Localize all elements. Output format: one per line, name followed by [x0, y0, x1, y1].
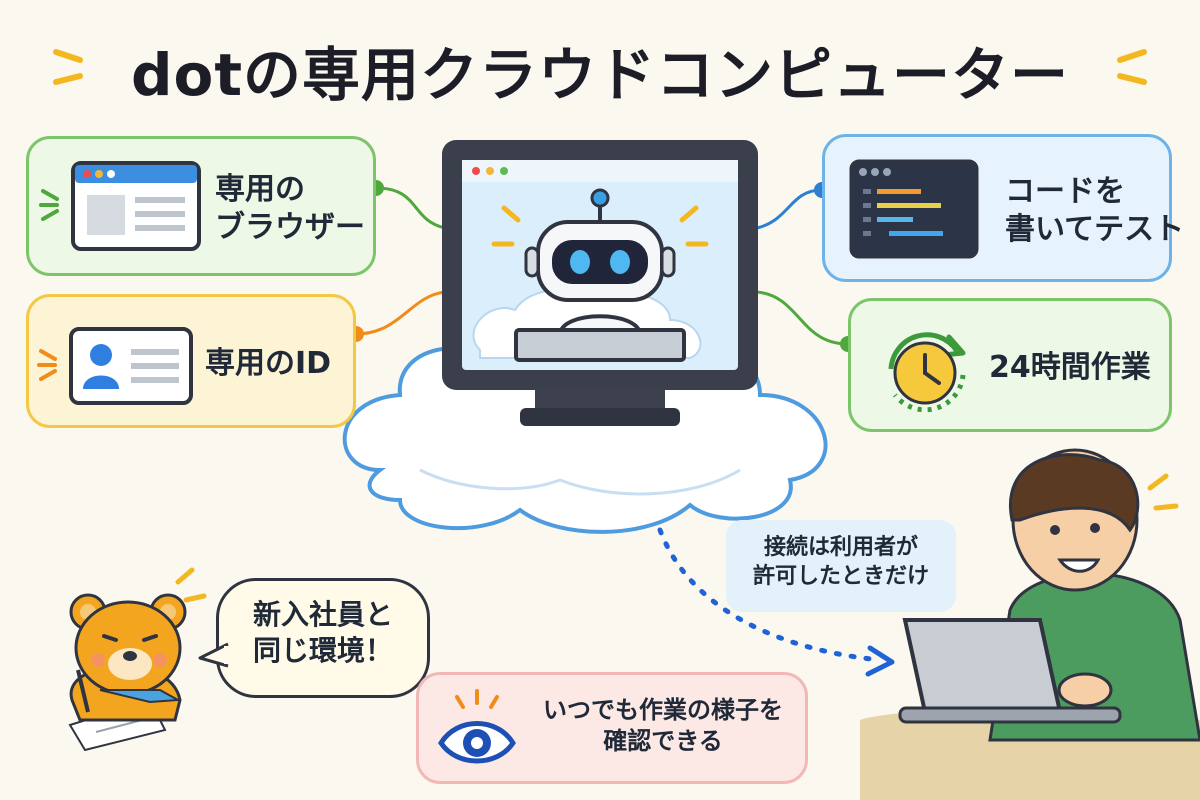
hours-label: 24時間作業 — [989, 350, 1151, 385]
feature-card-code: コードを 書いてテスト — [822, 134, 1184, 282]
bear-mascot-icon — [68, 567, 207, 752]
robot-icon — [491, 188, 709, 362]
title-spark-left-icon — [53, 49, 83, 85]
bear-speech-bubble: 新入社員と 同じ環境！ — [216, 578, 430, 698]
spark-icon — [39, 189, 59, 221]
bear-bubble-line1: 新入社員と — [252, 598, 393, 631]
id-label: 専用のID — [205, 346, 332, 381]
arrow-head-icon — [865, 645, 895, 677]
speech-bubble-tail — [198, 642, 230, 668]
spark-icon — [37, 349, 57, 381]
title-spark-right-icon — [1117, 49, 1147, 85]
connector-id — [355, 290, 446, 336]
feature-card-id: 専用のID — [26, 294, 356, 428]
consent-line1: 接続は利用者が — [763, 535, 918, 560]
consent-line2: 許可したときだけ — [752, 563, 929, 589]
connection-arrow — [657, 527, 883, 663]
connector-code — [756, 188, 823, 230]
clock-icon — [888, 332, 966, 413]
id-card-icon — [69, 327, 193, 405]
monitoring-line2: 確認できる — [603, 727, 723, 756]
page-title: dotの専用クラウドコンピューター — [130, 41, 1070, 109]
browser-label-line2: ブラウザー — [215, 209, 365, 245]
person-with-laptop-icon — [860, 448, 1200, 800]
connector-browser — [375, 186, 446, 230]
browser-label-line1: 専用の — [215, 172, 305, 207]
monitoring-line1: いつでも作業の様子を — [543, 696, 783, 724]
bear-bubble-line2: 同じ環境！ — [252, 634, 393, 668]
connector-hours — [756, 290, 849, 346]
browser-window-icon — [71, 161, 201, 251]
monitoring-note: いつでも作業の様子を 確認できる — [416, 672, 808, 784]
feature-card-hours: 24時間作業 — [848, 298, 1172, 432]
code-editor-icon — [849, 159, 979, 259]
eye-icon — [438, 689, 516, 764]
consent-note: 接続は利用者が 許可したときだけ — [726, 520, 956, 612]
code-label-line2: 書いてテスト — [1005, 211, 1185, 247]
feature-card-browser: 専用の ブラウザー — [26, 136, 376, 276]
code-label-line1: コードを — [1005, 174, 1125, 209]
